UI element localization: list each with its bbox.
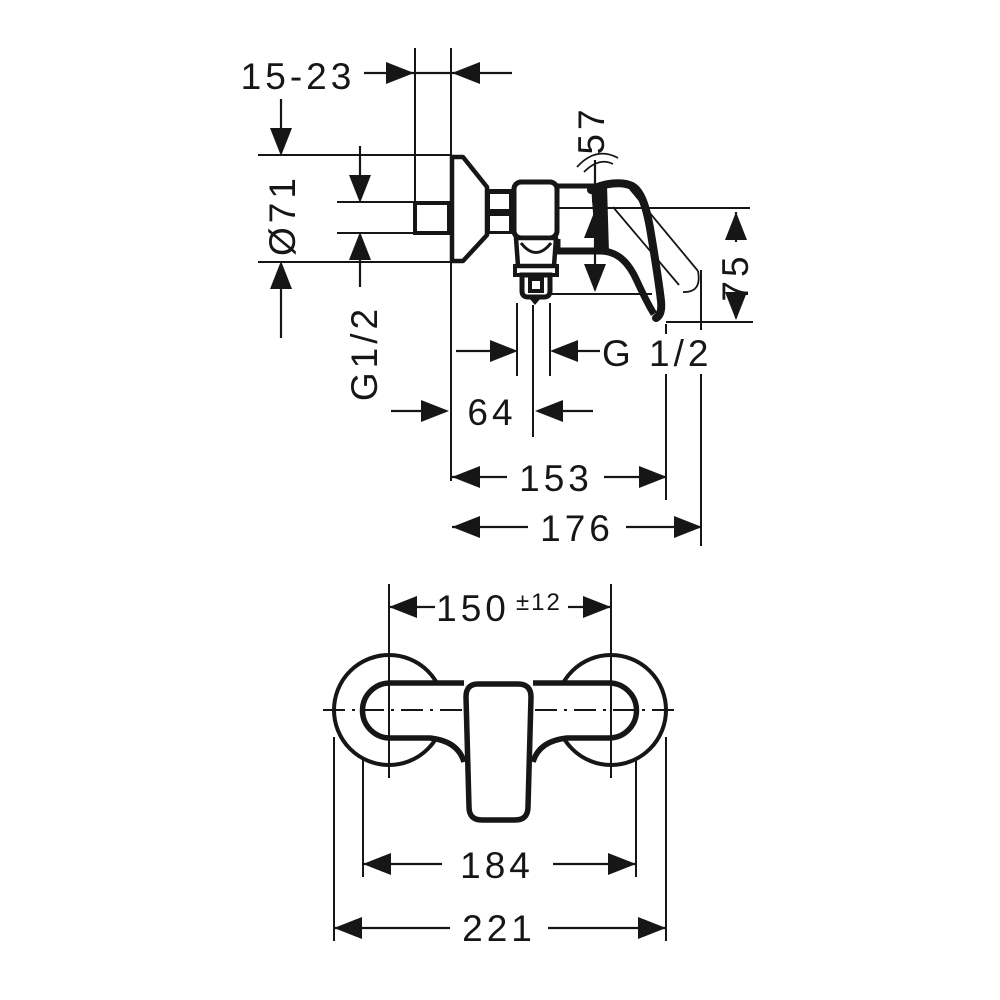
arrowhead (608, 853, 636, 875)
arrowhead (639, 466, 667, 488)
handle-phantom (576, 152, 700, 293)
dim-overall-width: 221 (334, 908, 666, 949)
side-dimensions: 15-23 Ø71 G1/2 (241, 56, 756, 549)
arrowhead (584, 264, 606, 292)
arrowhead (490, 340, 518, 362)
handle-front (463, 681, 534, 823)
phantom-edge-outer (629, 188, 699, 272)
dim-150-tolerance: ±12 (516, 589, 562, 616)
dim-projection-handle: 153 (452, 458, 667, 499)
outlet-tip (529, 298, 541, 305)
dim-176-label: 176 (540, 508, 614, 549)
front-view: 150 ±12 184 221 (323, 584, 677, 949)
dim-depth-range: 15-23 (241, 56, 512, 97)
handle-lever-side (587, 179, 666, 322)
arrowhead (349, 175, 371, 203)
dim-projection-max: 176 (452, 508, 702, 549)
arrowhead (674, 516, 702, 538)
dim-outlet-label: G 1/2 (602, 333, 713, 374)
arrowhead (584, 210, 606, 238)
dim-outlet-thread: G 1/2 (456, 333, 713, 374)
dim-64-label: 64 (467, 392, 516, 433)
outlet-nut-arc (519, 242, 553, 254)
arrowhead (535, 400, 563, 422)
dim-75-label: 75 (715, 252, 756, 301)
dim-150-label: 150 (436, 588, 510, 629)
body-bar-left (359, 680, 467, 763)
s-connector-nut-bottom (490, 216, 509, 231)
supply-pipe-stub (413, 201, 451, 235)
arrowhead (270, 261, 292, 289)
body-bar-right (530, 680, 640, 763)
dim-153-label: 153 (519, 458, 593, 499)
arrowhead (550, 340, 578, 362)
outlet-nipple (519, 272, 553, 300)
dim-184-label: 184 (460, 845, 534, 886)
arrowhead (638, 917, 666, 939)
faucet-side (413, 152, 700, 322)
side-view: 15-23 Ø71 G1/2 (241, 48, 756, 549)
dim-inlet-label: G1/2 (344, 305, 385, 401)
escutcheon-side (449, 154, 490, 264)
arrowhead (583, 596, 611, 618)
dim-depth-label: 15-23 (241, 56, 356, 97)
side-extension-lines (258, 48, 753, 546)
arrowhead (270, 128, 292, 156)
arrowhead (725, 212, 747, 240)
dim-connection-centers: 150 ±12 (389, 588, 611, 629)
mixer-body (511, 179, 560, 241)
s-connector-nut-top (490, 194, 509, 209)
phantom-arc-outer (576, 152, 619, 168)
dim-57-label: 57 (571, 105, 612, 154)
dim-center-to-handle-end: 75 (715, 212, 756, 320)
phantom-edge-inner (612, 206, 680, 286)
dim-body-width: 184 (363, 845, 636, 886)
phantom-tip (682, 270, 700, 293)
front-dimensions: 150 ±12 184 221 (334, 588, 666, 949)
dim-wall-to-outlet: 64 (391, 392, 593, 433)
dim-221-label: 221 (462, 908, 536, 949)
dim-escutcheon-diameter: Ø71 (262, 99, 303, 338)
arrowhead (725, 292, 747, 320)
phantom-arc-inner (583, 160, 614, 173)
arrowhead (421, 400, 449, 422)
arrowhead (386, 62, 414, 84)
handle-underside (553, 239, 657, 316)
arrowhead (452, 62, 480, 84)
dim-center-to-outlet: 57 (571, 105, 612, 292)
dim-escutcheon-label: Ø71 (262, 174, 303, 256)
arrowhead (349, 232, 371, 260)
outlet-nipple-bore (528, 277, 544, 293)
dim-inlet-thread: G1/2 (344, 146, 385, 401)
